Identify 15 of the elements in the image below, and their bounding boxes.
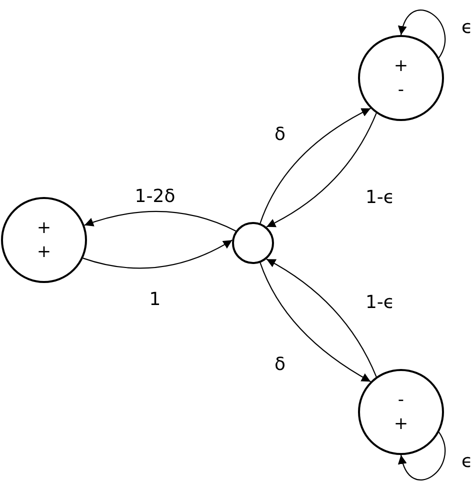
transition-arrow (260, 262, 371, 382)
state-sign: + (394, 57, 408, 75)
circle-node (232, 222, 274, 264)
state-sign: + (394, 415, 408, 433)
transition-arrow (266, 113, 377, 228)
state-sign: - (398, 391, 404, 409)
state-sign: + (36, 243, 52, 261)
state-sign: + (36, 219, 52, 237)
transition-arrow (82, 240, 232, 269)
transition-arrow (266, 258, 377, 377)
transition-arrow (84, 211, 236, 232)
self-loop-arrow (398, 432, 446, 480)
transition-arrow (260, 108, 371, 224)
self-loop-arrow (398, 10, 446, 58)
state-sign: - (398, 81, 404, 99)
